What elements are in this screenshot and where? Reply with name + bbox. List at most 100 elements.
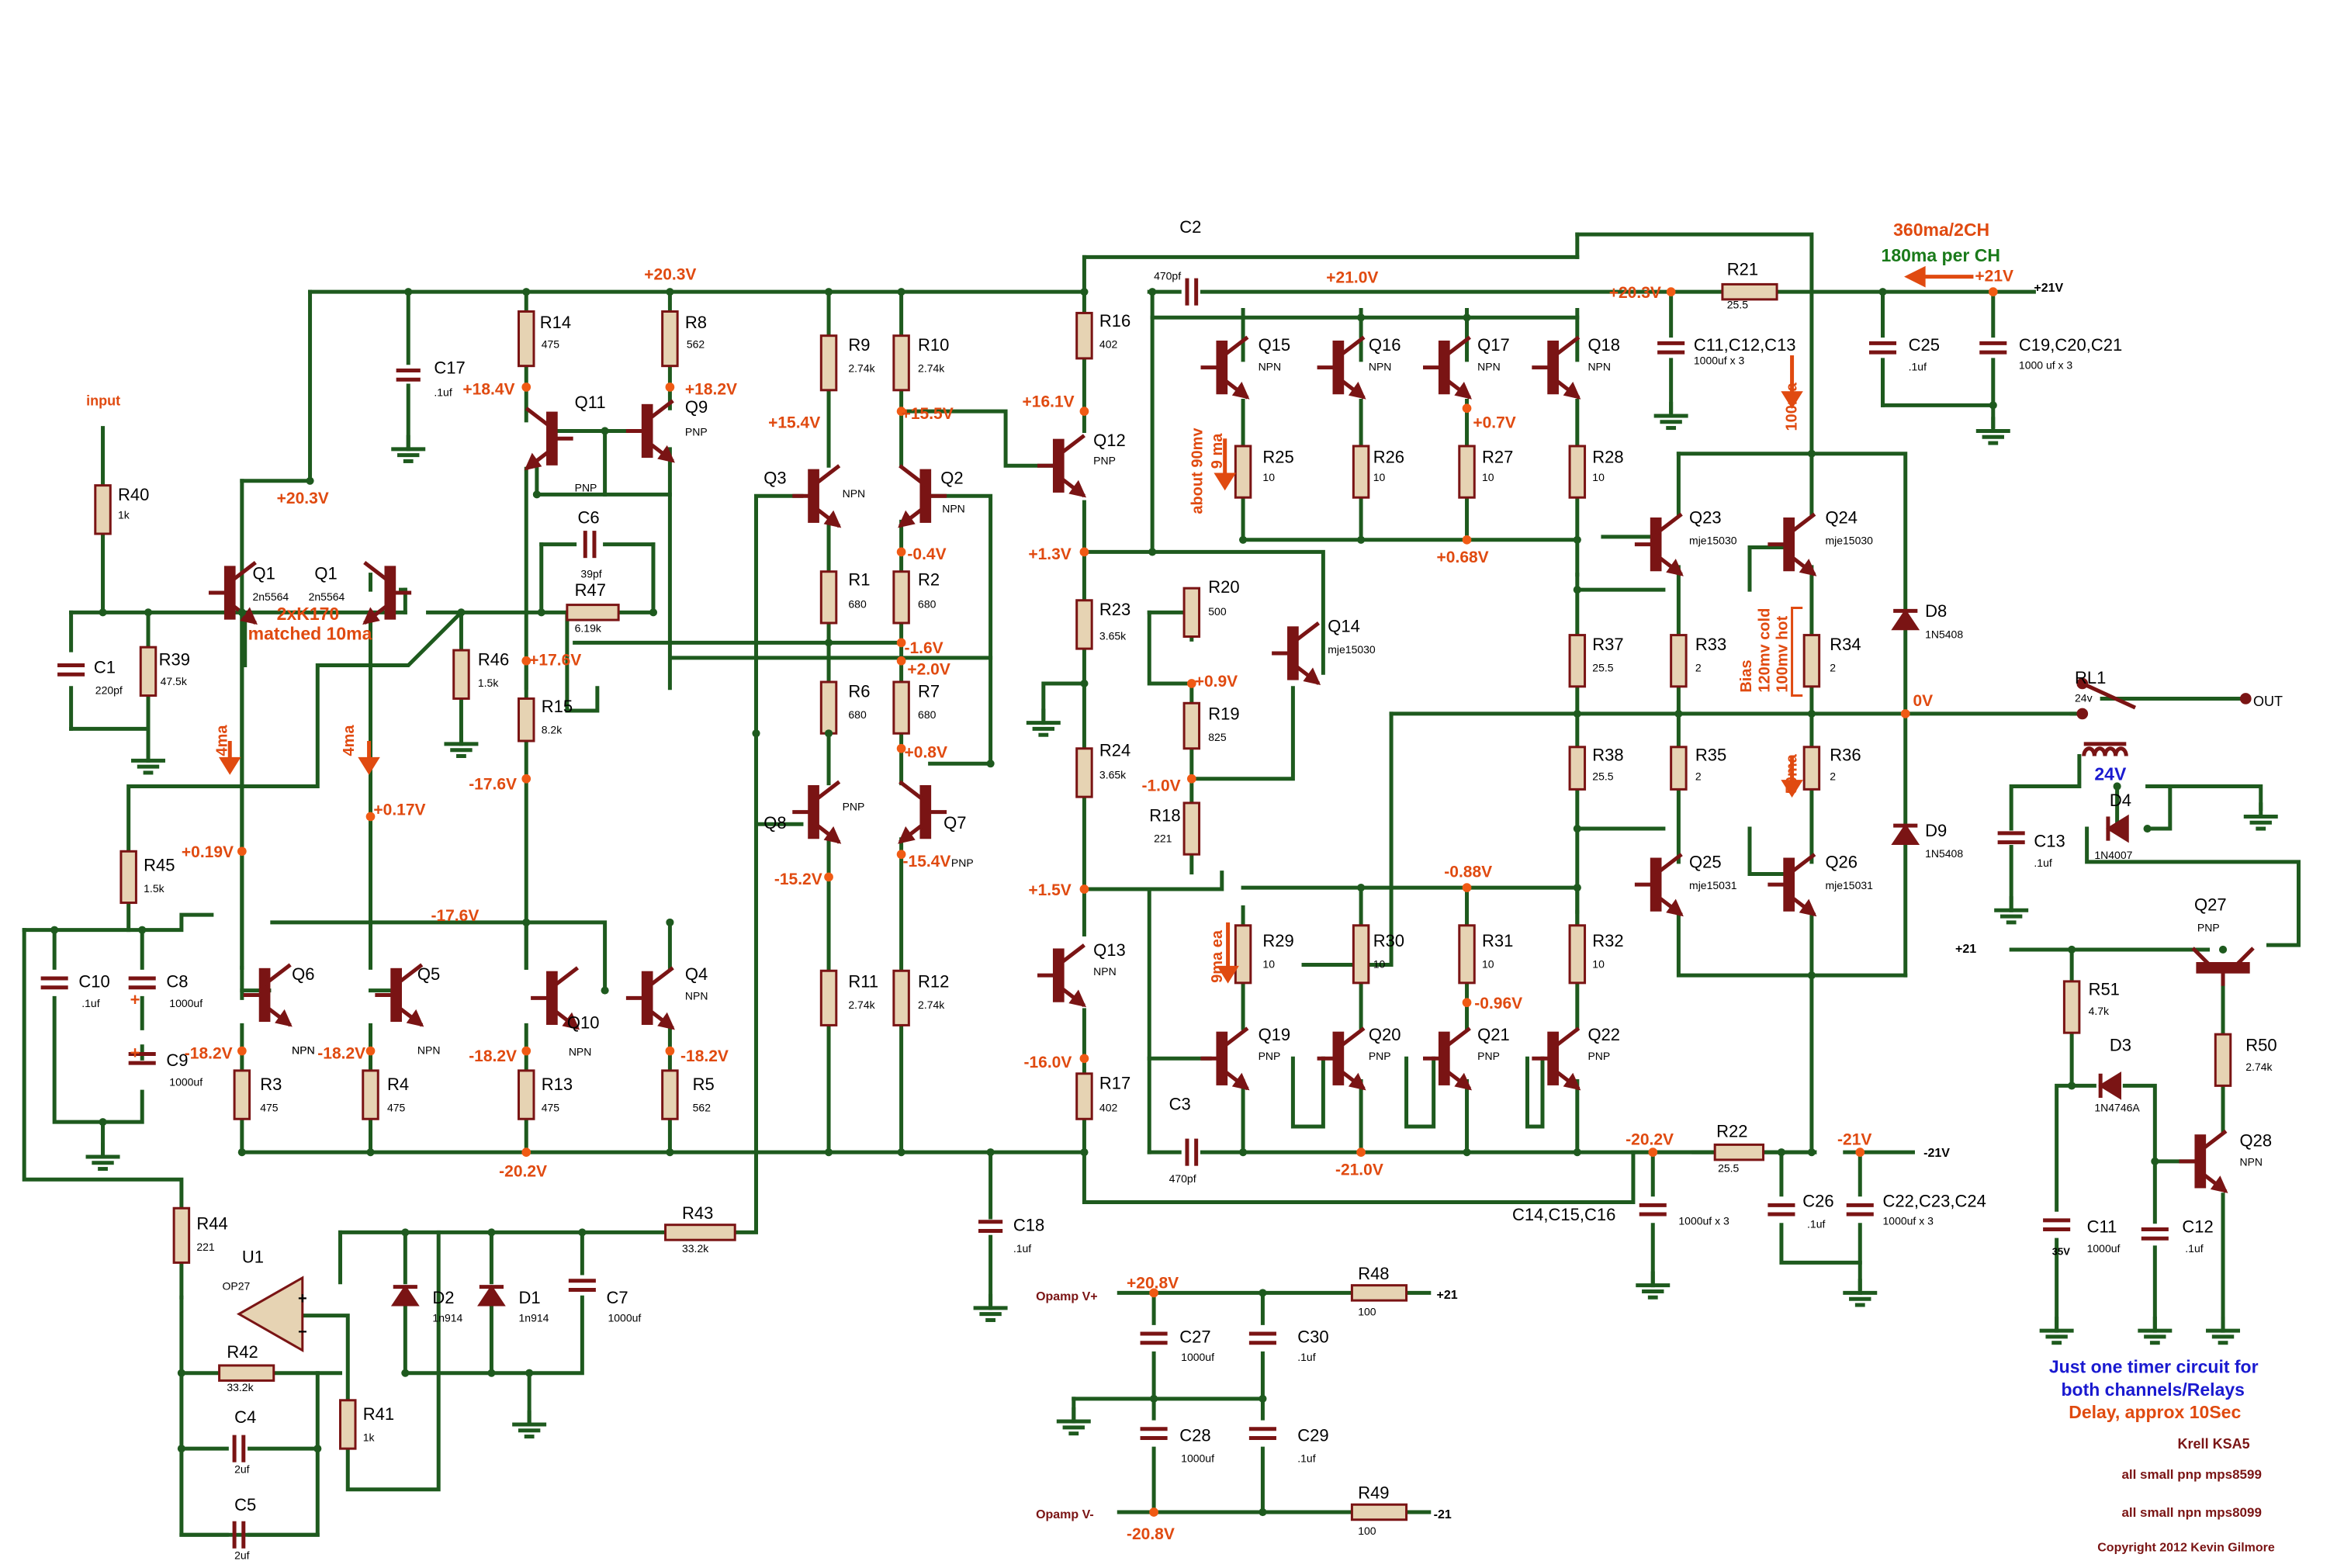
junction-13 xyxy=(649,608,658,617)
component-value-42: 10 xyxy=(1262,471,1275,483)
junction-37 xyxy=(1573,709,1581,718)
q2-transistor xyxy=(898,464,947,528)
component-value-69: .1uf xyxy=(1807,1218,1825,1231)
wire-62 xyxy=(899,409,1054,468)
wire-158 xyxy=(1404,1056,1436,1129)
voltage-7: +15.4V xyxy=(768,414,820,432)
component-value-70: .1uf xyxy=(81,997,99,1009)
component-value-41: NPN xyxy=(1587,361,1611,373)
q13-transistor xyxy=(1037,943,1087,1008)
voltage-29: -0.96V xyxy=(1474,995,1522,1012)
testpoint-35 xyxy=(1079,547,1089,557)
voltage-40: -20.8V xyxy=(1127,1525,1175,1543)
bias-bracket xyxy=(1791,606,1803,697)
component-ref-1: C1 xyxy=(94,657,116,677)
testpoint-34 xyxy=(1900,709,1910,718)
component-ref-22: Q8 xyxy=(763,813,786,832)
r34-resistor xyxy=(1802,634,1821,688)
current-arrow-3 xyxy=(1214,438,1236,491)
wire-209 xyxy=(403,1295,584,1376)
note-9ma: 9 ma xyxy=(1209,433,1226,469)
testpoint-1 xyxy=(665,382,675,392)
r28-resistor xyxy=(1568,445,1587,499)
component-value-46: 25.5 xyxy=(1727,299,1748,311)
component-value-103: 2.74k xyxy=(2245,1061,2273,1073)
q1-left-transistor xyxy=(208,561,258,625)
junction-63 xyxy=(522,918,531,926)
q22-transistor xyxy=(1532,1026,1581,1091)
note-pnp: all small pnp mps8599 xyxy=(2121,1467,2261,1482)
q11-transistor xyxy=(524,407,573,471)
component-ref-70: C10 xyxy=(78,972,109,992)
component-ref-61: R30 xyxy=(1373,931,1404,950)
component-ref-65: Q20 xyxy=(1369,1025,1401,1044)
c7-capacitor xyxy=(568,1279,596,1292)
component-ref-82: R44 xyxy=(196,1214,227,1234)
relay-contact xyxy=(2081,681,2137,710)
r4-resistor xyxy=(362,1069,379,1120)
voltage-34: -16.0V xyxy=(1023,1054,1072,1071)
component-ref-68: R22 xyxy=(1716,1122,1747,1141)
voltage-31: -18.2V xyxy=(317,1044,365,1062)
junction-77 xyxy=(525,1369,534,1377)
component-ref-34: R20 xyxy=(1208,577,1239,597)
component-ref-57: D9 xyxy=(1925,821,1947,840)
component-value-106: .1uf xyxy=(2185,1242,2203,1255)
component-ref-84: C4 xyxy=(234,1407,256,1427)
junction-11 xyxy=(532,490,541,499)
opamp-vpos: Opamp V+ xyxy=(1036,1290,1098,1303)
voltage-13: +0.68V xyxy=(1437,549,1489,566)
wire-204 xyxy=(345,1230,441,1492)
r42-resistor xyxy=(218,1364,275,1382)
voltage-19: -17.6V xyxy=(469,775,517,793)
junction-47 xyxy=(1777,1148,1785,1157)
junction-40 xyxy=(1674,709,1683,718)
component-ref-45: R28 xyxy=(1592,447,1623,466)
junction-41 xyxy=(1807,709,1816,718)
component-ref-103: R50 xyxy=(2245,1036,2276,1055)
component-value-16: NPN xyxy=(843,487,866,500)
component-value-65: PNP xyxy=(1369,1050,1391,1062)
junction-25 xyxy=(1148,548,1157,556)
voltage-12: +0.7V xyxy=(1473,414,1515,432)
component-ref-10: C6 xyxy=(578,507,600,527)
component-value-52: 2 xyxy=(1830,661,1836,673)
voltage-17: +0.9V xyxy=(1195,673,1238,691)
current-arrow-supply xyxy=(1904,265,1974,288)
component-value-30: NPN xyxy=(1093,965,1117,978)
component-value-0: 1k xyxy=(118,509,130,521)
r29-resistor xyxy=(1234,924,1252,985)
component-value-60: 10 xyxy=(1262,957,1275,970)
testpoint-2 xyxy=(896,407,906,416)
component-ref-104: Q28 xyxy=(2239,1130,2272,1150)
q4-transistor xyxy=(625,966,675,1030)
r45-resistor xyxy=(119,850,137,905)
wire-133 xyxy=(1676,909,1814,978)
component-ref-2: R39 xyxy=(159,650,190,670)
q6-npn-extra: NPN xyxy=(292,1044,315,1056)
component-value-90: 33.2k xyxy=(682,1242,709,1255)
component-ref-55: R36 xyxy=(1830,745,1861,764)
c4-capacitor xyxy=(232,1435,246,1462)
testpoint-22 xyxy=(365,1046,376,1056)
note-npn: all small npn mps8099 xyxy=(2121,1505,2261,1520)
component-value-67: PNP xyxy=(1587,1050,1610,1062)
voltage-22: +0.19V xyxy=(182,843,234,861)
component-ref-36: R18 xyxy=(1149,805,1180,825)
wire-190 xyxy=(52,995,144,1124)
component-value-59: mje15031 xyxy=(1825,879,1873,891)
component-ref-49: Q24 xyxy=(1825,507,1858,527)
component-value-19: 680 xyxy=(918,597,937,610)
voltage-1: +21.0V xyxy=(1326,268,1378,286)
c28-capacitor xyxy=(1140,1427,1168,1440)
component-value-102: 1N4746A xyxy=(2094,1102,2140,1114)
component-value-8: PNP xyxy=(575,481,597,493)
component-ref-97: C29 xyxy=(1297,1425,1328,1445)
junction-85 xyxy=(2068,1082,2076,1090)
component-ref-94: C27 xyxy=(1179,1327,1210,1347)
voltage-3: +21V xyxy=(1975,268,2013,286)
testpoint-13 xyxy=(521,774,531,784)
voltage-18: 0V xyxy=(1913,692,1933,710)
r36-resistor xyxy=(1802,746,1821,791)
component-value-14: 2.74k xyxy=(848,362,875,374)
